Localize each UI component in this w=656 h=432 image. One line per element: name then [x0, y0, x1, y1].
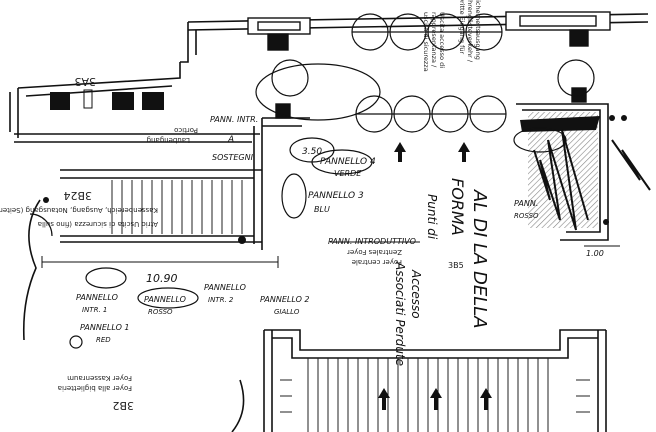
sostegni-label: SOSTEGNI: [212, 153, 254, 162]
red-label: RED: [96, 336, 111, 344]
room-3a3-label: 3A3: [74, 75, 96, 88]
vertical-text-5: Associati Perdute: [393, 261, 407, 366]
pannello-rosso-r-label: PANN.: [514, 199, 538, 208]
blu-label: BLU: [314, 205, 330, 214]
flow-arrows: [378, 142, 492, 410]
bottom-staircase: [280, 358, 590, 432]
vertical-text-4: Accesso: [409, 269, 423, 319]
rosso-label: ROSSO: [148, 308, 173, 316]
entrance-note: Uscita accesso di rappresentanza / uscit…: [422, 12, 446, 72]
pannello3-label: PANNELLO 3: [308, 191, 364, 201]
dim-350-label: 3.50: [302, 147, 322, 157]
portico-label: Portico: [174, 126, 198, 134]
biglietteria-it-label: Foyer alla biglietteria: [58, 384, 132, 392]
dimension-lines: [41, 241, 620, 268]
sicherheitsausgang-label: Sicherheitsausgang: [474, 0, 482, 60]
facade-pillars: [247, 11, 611, 119]
intr1-label: INTR. 1: [82, 306, 107, 314]
room-3b2-label: 3B2: [112, 399, 134, 412]
pannello-introduttivo-label: PANN. INTRODUTTIVO: [328, 237, 416, 246]
pannello4-label: PANNELLO 4: [320, 157, 376, 167]
scribble-block: [520, 112, 651, 231]
door-circles: [29, 13, 595, 237]
pannello-intr2-label: PANNELLO: [204, 283, 246, 292]
sketch-ovals: [69, 63, 567, 349]
uscita-accesso-label: Uscita accesso di: [438, 12, 446, 68]
dim-1090-label: 10.90: [146, 272, 178, 285]
verde-label: VERDE: [334, 169, 362, 178]
foyer-de-label: Zentrales Foyer: [347, 248, 402, 256]
rappresentanza-label: rappresentanza /: [430, 12, 438, 68]
ehrengaeste-label: Ehrengästeverkehr /: [466, 0, 474, 63]
pannello-a-letter: A: [227, 135, 234, 145]
vertical-text-1: AL DI LA DELLA: [469, 189, 490, 329]
left-staircase: [111, 180, 243, 234]
giallo-label: GIALLO: [274, 308, 300, 316]
dark-windows: [50, 89, 164, 110]
laubengang-label: Laubengang: [147, 136, 190, 144]
vertical-handwriting: AL DI LA DELLA FORMA Punti di Accesso As…: [393, 178, 490, 366]
vertical-text-3: Punti di: [425, 194, 439, 240]
rosso-r-label: ROSSO: [514, 212, 539, 220]
pannello2-label: PANNELLO 2: [260, 295, 310, 304]
dritte-eingang-label: Dritte Eingang für: [458, 0, 466, 55]
room-3b5-label: 3B5: [448, 261, 464, 270]
entrance-note-de: Dritte Eingang für Ehrengästeverkehr / S…: [458, 0, 482, 63]
foyer-it-label: Foyer centrale: [352, 258, 402, 266]
pannello-intr1-label: PANNELLO: [76, 293, 118, 302]
pannello-intr-a-label: PANN. INTR.: [210, 115, 258, 124]
marker-dots: [43, 115, 627, 244]
vertical-text-2: FORMA: [448, 178, 467, 236]
lobby-exit-it-label: Atrio Uscita di sicurezza (fino sulla: [38, 220, 158, 228]
dim-100-label: 1.00: [586, 249, 604, 258]
pannello-rosso-label: PANNELLO: [144, 295, 186, 304]
biglietteria-de-label: Foyer Kassenraum: [67, 374, 132, 382]
room-3b24-label: 3B24: [63, 189, 92, 202]
intr2-label: INTR. 2: [208, 296, 234, 304]
pannello1-label: PANNELLO 1: [80, 323, 130, 332]
lobby-exit-de-label: Kassenbereich, Ausgang, Notausgang (Seit…: [0, 206, 158, 214]
uscita-sicurezza-label: uscita di sicurezza: [422, 12, 430, 72]
